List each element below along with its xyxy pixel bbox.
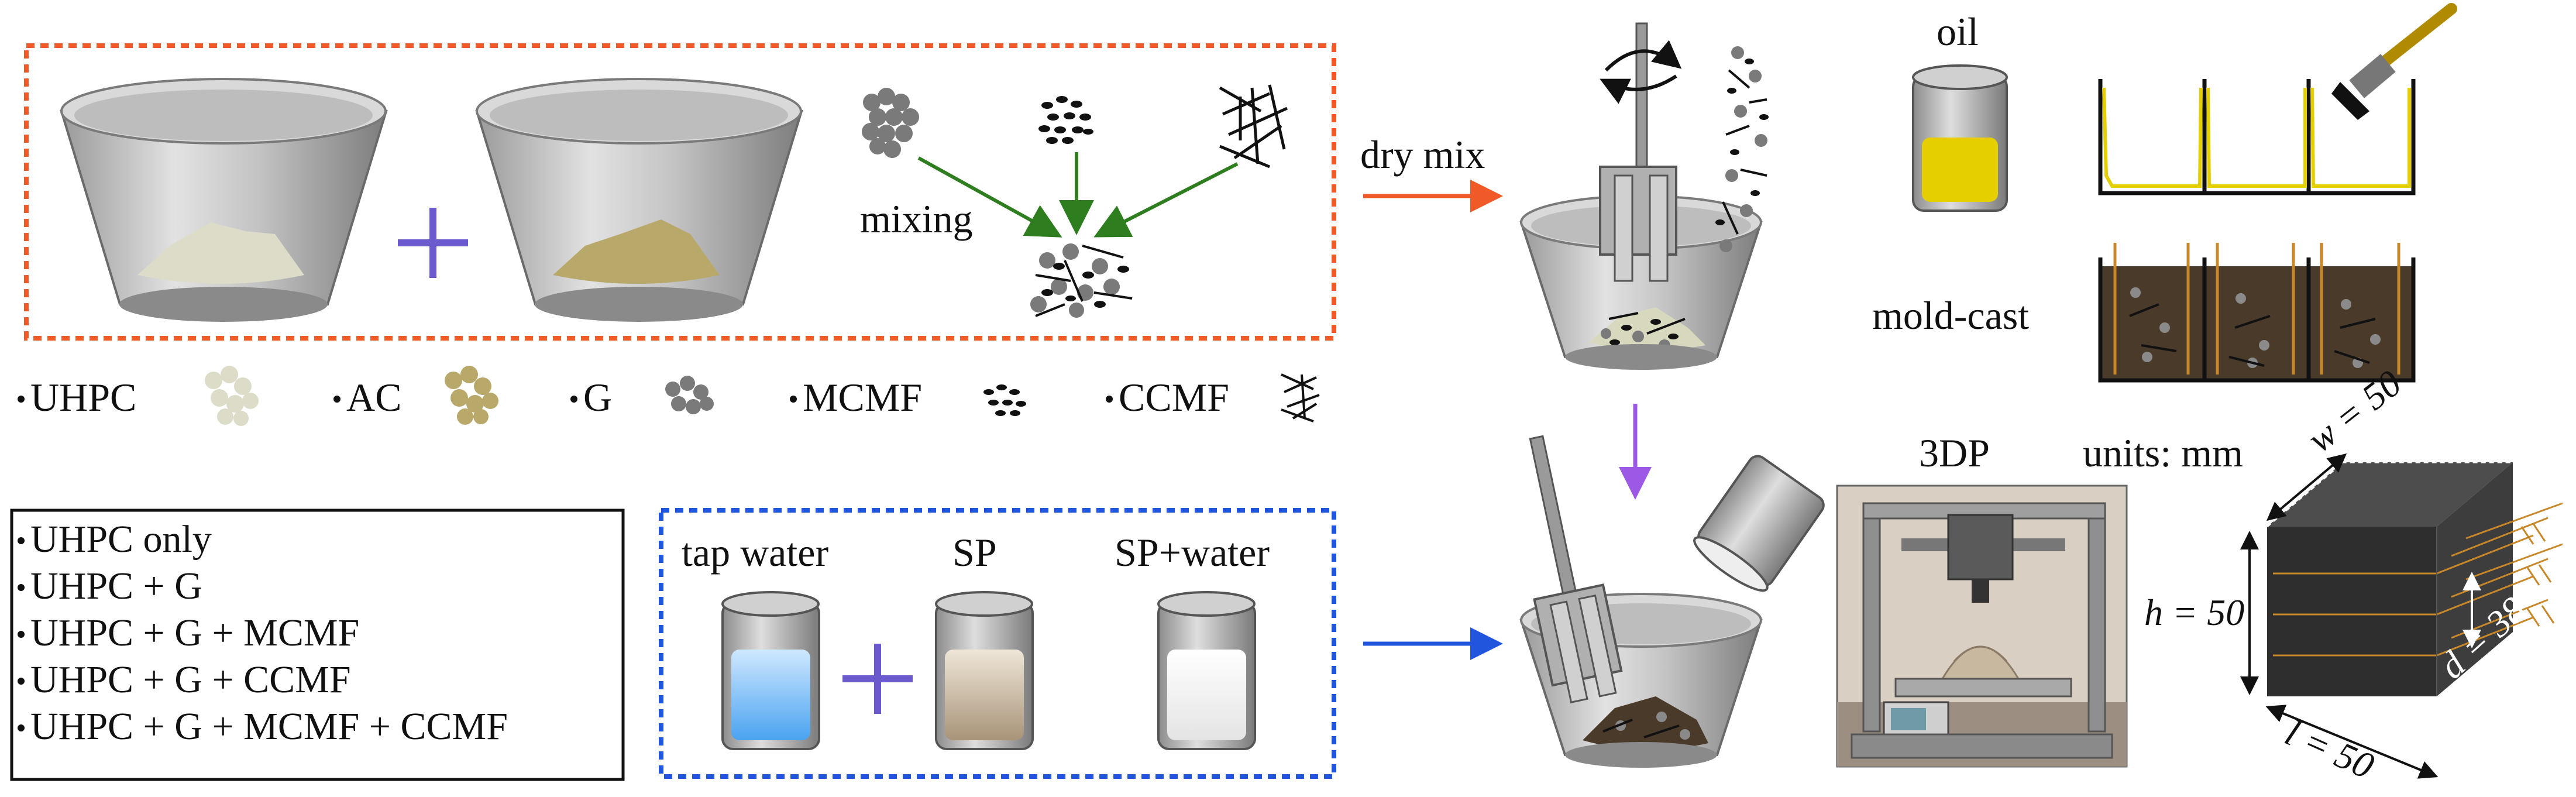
ac-particles-icon — [445, 366, 498, 425]
legend-g: G — [570, 375, 612, 421]
legend-uhpc: UHPC — [18, 375, 136, 421]
oil-cup — [1912, 64, 2008, 212]
legend-ccmf: CCMF — [1106, 375, 1229, 421]
tap-water-label: tap water — [682, 530, 829, 575]
mcmf-particles-icon — [983, 384, 1026, 416]
brush-icon — [2331, 3, 2457, 120]
sp-label: SP — [952, 530, 997, 575]
oil-label: oil — [1937, 9, 1979, 54]
bowl-uhpc — [60, 78, 388, 322]
3dp-label: 3DP — [1919, 431, 1990, 475]
oiled-mold — [2098, 79, 2416, 195]
dry-mix-label: dry mix — [1360, 132, 1485, 177]
mix-group-item: UHPC only — [18, 516, 508, 563]
mold-cast-label: mold-cast — [1872, 293, 2030, 338]
3d-printer-image — [1836, 485, 2128, 768]
ccmf-cluster-icon — [1219, 84, 1288, 169]
uhpc-particles-icon — [205, 366, 259, 426]
graphite-particles-icon — [665, 376, 714, 414]
mix-groups-box — [10, 509, 625, 781]
liquids-box — [659, 508, 1336, 779]
specimen-cube — [2240, 453, 2563, 779]
mix-groups-list: UHPC only UHPC + G UHPC + G + MCMF UHPC … — [18, 516, 508, 750]
mix-group-item: UHPC + G + MCMF — [18, 610, 508, 657]
mixed-cluster-icon — [1030, 243, 1133, 318]
sp-cup — [935, 591, 1034, 750]
dry-mixer — [1519, 22, 1769, 370]
legend-mcmf: MCMF — [790, 375, 922, 421]
mix-group-item: UHPC + G — [18, 563, 508, 610]
legend-ac: AC — [333, 375, 401, 421]
plus-icon — [398, 208, 468, 278]
graphite-cluster-icon — [862, 88, 919, 158]
mixing-label: mixing — [860, 197, 973, 241]
mixing-arrows — [917, 152, 1239, 238]
tap-water-cup — [721, 591, 820, 750]
mix-group-item: UHPC + G + CCMF — [18, 657, 508, 703]
plus-icon-2 — [842, 644, 913, 714]
bowl-ac — [475, 78, 803, 322]
mix-group-item: UHPC + G + MCMF + CCMF — [18, 703, 508, 750]
sp-water-cup — [1157, 591, 1256, 750]
cast-mold — [2098, 243, 2416, 383]
mcmf-cluster-icon — [1038, 96, 1093, 144]
wet-mixer — [1519, 435, 1825, 768]
units-label: units: mm — [2083, 431, 2243, 475]
dry-materials-box — [24, 43, 1336, 341]
sp-water-label: SP+water — [1115, 530, 1270, 575]
height-dimension-label: h = 50 — [2144, 592, 2245, 633]
ccmf-fibers-icon — [1281, 373, 1320, 422]
